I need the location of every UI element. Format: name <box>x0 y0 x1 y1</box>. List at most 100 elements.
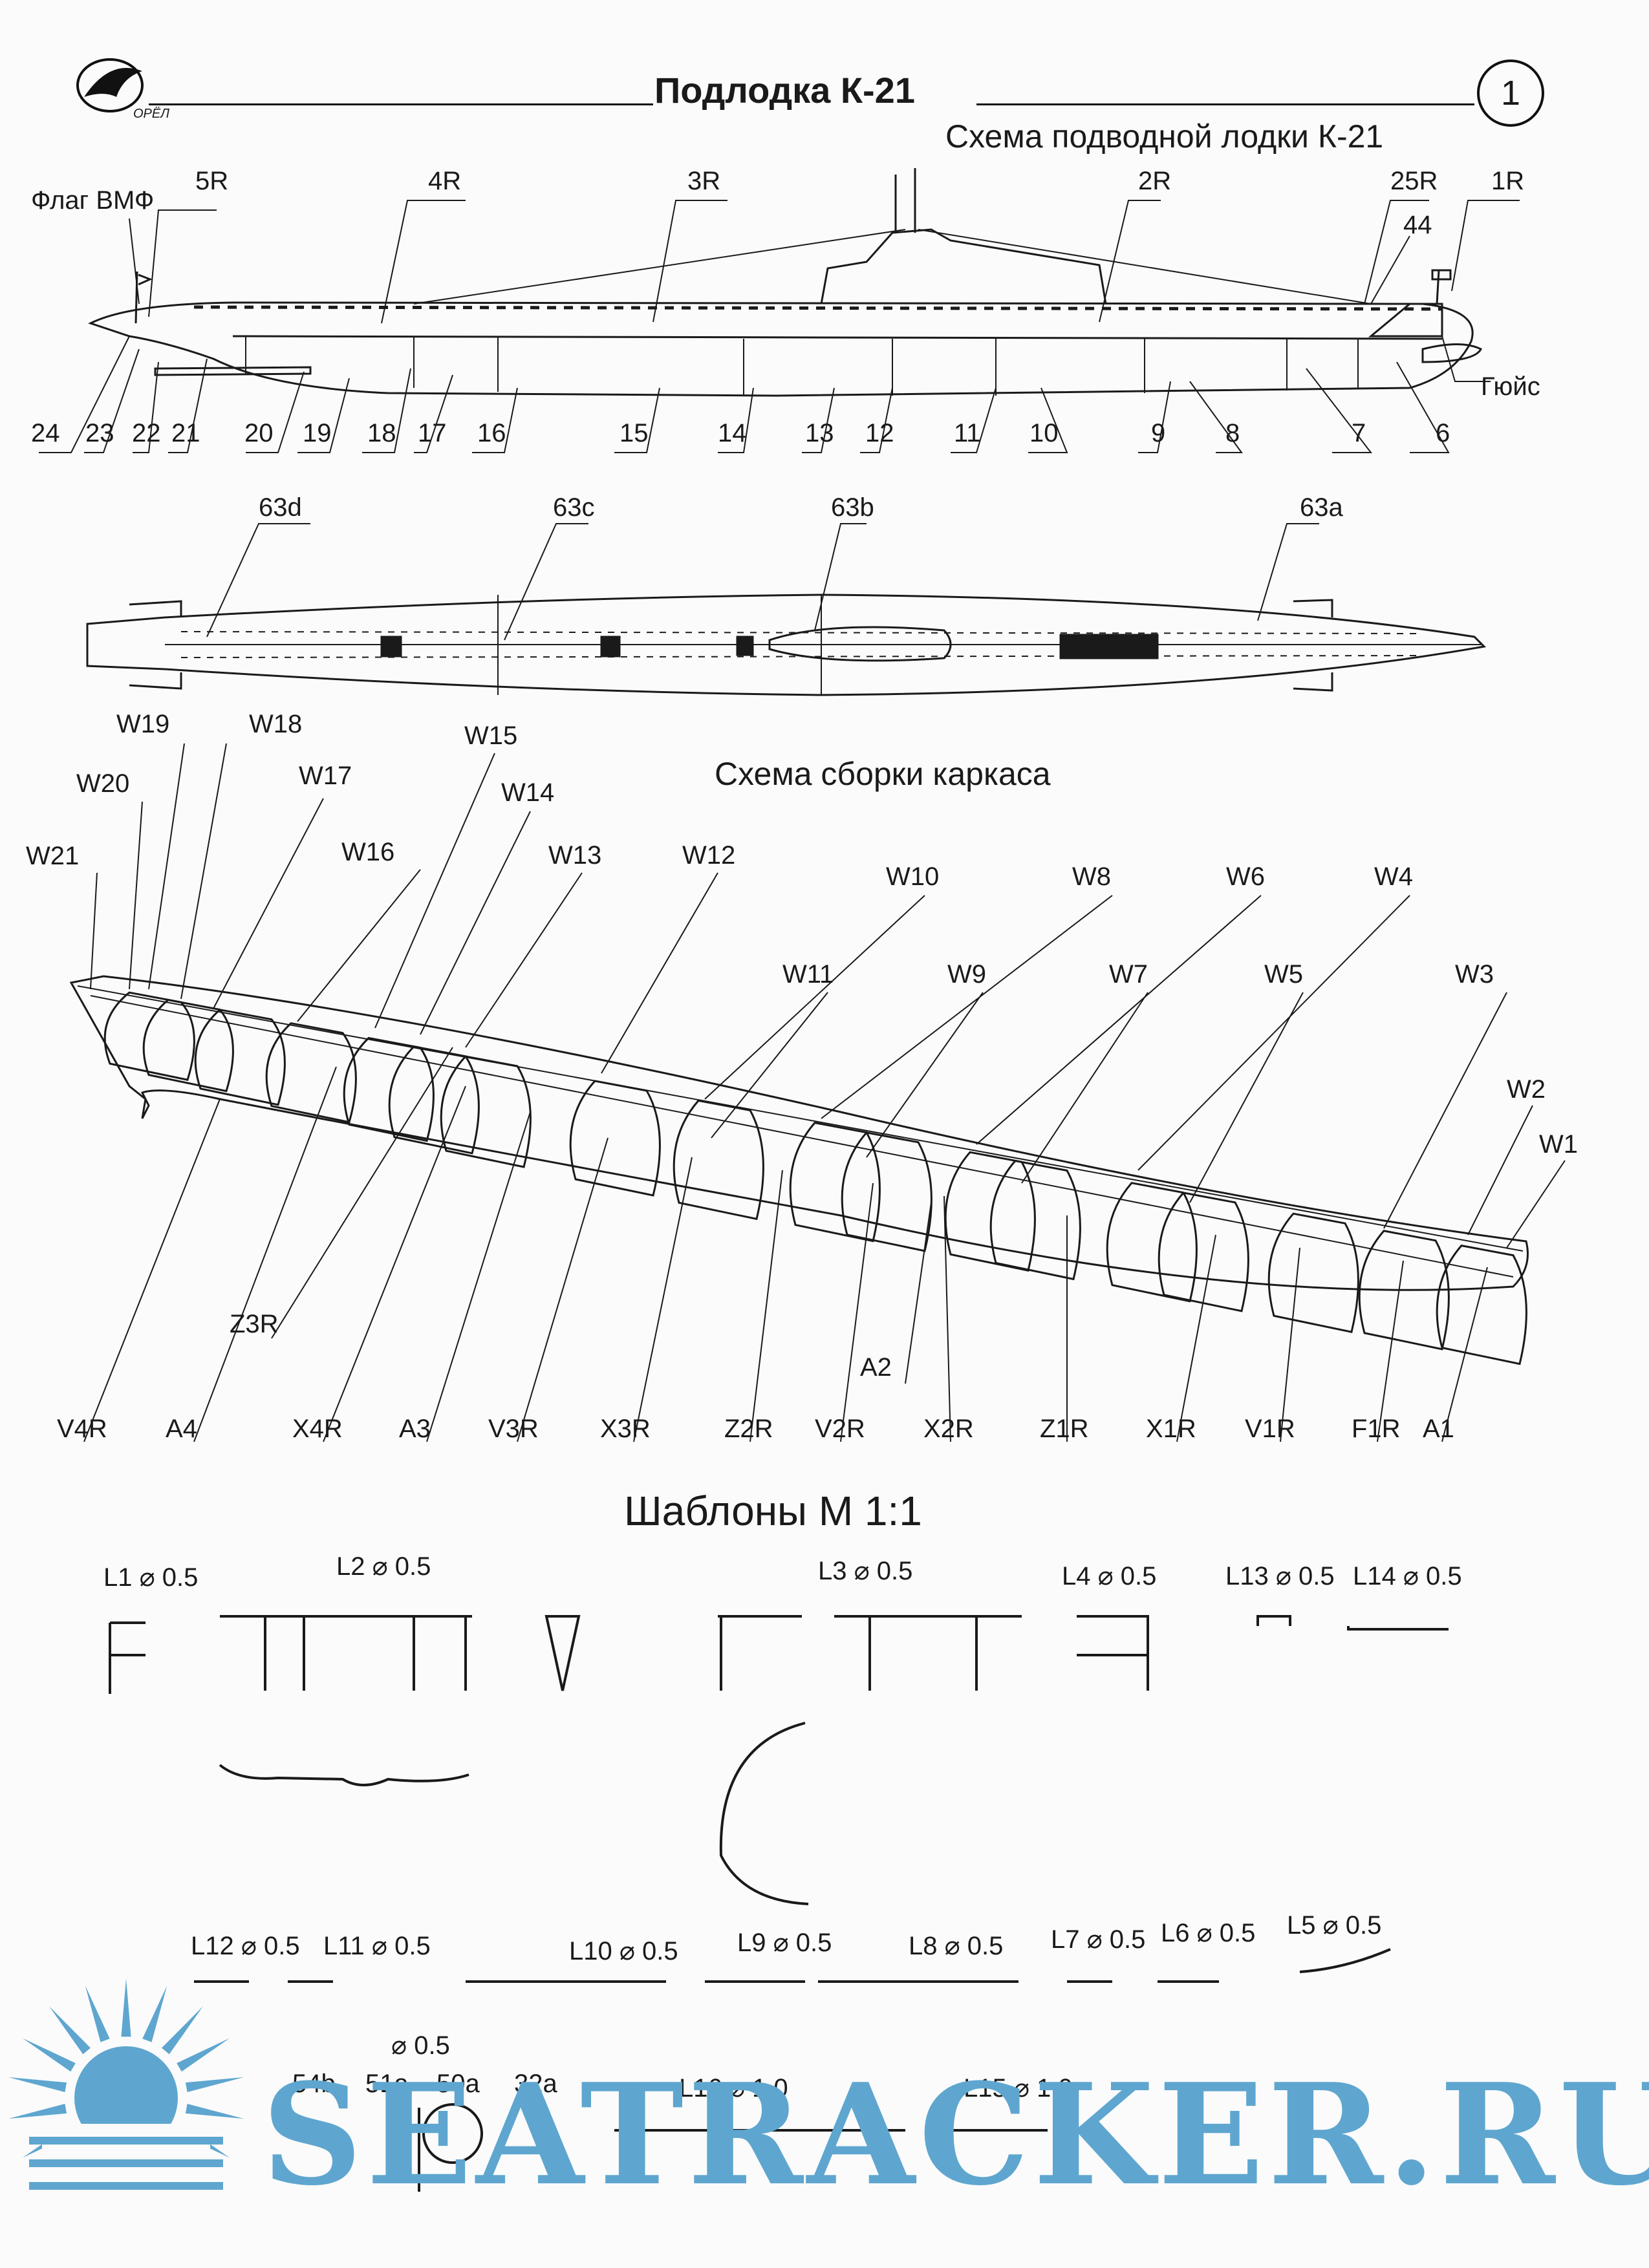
frame-rib <box>142 998 234 1093</box>
leader-line <box>711 992 828 1139</box>
leader-line <box>1176 1234 1216 1442</box>
sun-ray <box>162 2006 203 2055</box>
frame-label: W7 <box>1109 960 1148 989</box>
leader-line <box>323 1086 466 1442</box>
template-name: L13 <box>1225 1562 1269 1590</box>
side-view-label: 11 <box>954 419 981 447</box>
stringer-label: Z2R <box>724 1415 773 1443</box>
logo: ОРЁЛ <box>71 52 169 123</box>
side-view-label: 23 <box>85 419 114 447</box>
template-name: L9 <box>737 1929 766 1957</box>
sun-ray <box>121 1978 131 2037</box>
template-diameter: ⌀ 0.5 <box>612 1937 678 1965</box>
small-part-label: 54b <box>292 2070 336 2098</box>
template-diameter: ⌀ 0.5 <box>1189 1919 1256 1947</box>
template-diameter: ⌀ 0.5 <box>937 1932 1004 1960</box>
page-title: Подлодка К-21 <box>654 70 915 111</box>
side-view-label: 24 <box>31 419 60 447</box>
template-diameter: ⌀ 0.5 <box>364 1932 431 1960</box>
stringer-label: Z1R <box>1040 1415 1089 1443</box>
stringer-label: X2R <box>923 1415 974 1443</box>
frame-label: W20 <box>76 769 130 798</box>
top-view-label: 63c <box>553 493 595 522</box>
frame-rib <box>388 1045 480 1155</box>
template-diameter: ⌀ 0.5 <box>1090 1562 1157 1590</box>
template-label: L12 ⌀ 0.5 <box>191 1933 300 1959</box>
side-view-label: 10 <box>1029 419 1059 447</box>
template-name: L14 <box>1353 1562 1396 1590</box>
leader-line <box>426 1111 531 1442</box>
template-name: L5 <box>1287 1911 1316 1940</box>
wire-templates <box>109 1615 1449 2192</box>
leader-line <box>749 1170 783 1442</box>
small-part-label: 50a <box>436 2070 480 2098</box>
template-diameter: ⌀ 0.5 <box>365 1552 431 1581</box>
leader-line <box>1137 895 1410 1171</box>
template-diameter: ⌀ 0.5 <box>1268 1562 1335 1590</box>
side-view-leaders <box>129 200 1520 382</box>
template-name: L7 <box>1051 1925 1080 1954</box>
frame-rib <box>989 1159 1081 1281</box>
frame-label: W12 <box>682 841 736 870</box>
frame-assembly <box>69 975 1529 1365</box>
frame-label: W4 <box>1374 862 1413 891</box>
template-label: L3 ⌀ 0.5 <box>818 1558 912 1584</box>
side-view-label: 25R <box>1390 167 1438 195</box>
frame-rib <box>194 1009 286 1106</box>
frame-label: W18 <box>249 710 303 738</box>
leader-line <box>1021 992 1148 1184</box>
frame-label: W16 <box>341 838 395 866</box>
template-label: L9 ⌀ 0.5 <box>737 1930 832 1956</box>
leader-line <box>601 872 718 1074</box>
templates-title: Шаблоны М 1:1 <box>624 1488 922 1534</box>
leader-line <box>905 1202 932 1384</box>
frame-rib <box>1267 1212 1359 1333</box>
leader-line <box>821 895 1113 1119</box>
frame-label: W3 <box>1455 960 1494 989</box>
template-name: L11 <box>323 1932 365 1960</box>
leader-line <box>1467 1105 1533 1236</box>
frame-rib <box>789 1121 881 1243</box>
stringer-label: A3 <box>399 1415 431 1443</box>
stringer-label: V1R <box>1245 1415 1295 1443</box>
template-diameter: ⌀ 0.5 <box>132 1563 199 1592</box>
title-rule-right <box>976 103 1474 105</box>
frame-rib <box>440 1055 532 1168</box>
frame-rib <box>103 991 195 1081</box>
template-label: L13 ⌀ 0.5 <box>1225 1563 1335 1589</box>
leader-line <box>297 869 421 1022</box>
template-label: L14 ⌀ 0.5 <box>1353 1563 1462 1589</box>
side-view-title: Схема подводной лодки К-21 <box>945 118 1384 155</box>
top-view-label: 63d <box>259 493 302 522</box>
label-guys: Гюйс <box>1481 372 1540 401</box>
frame-label: W15 <box>464 722 518 750</box>
frame-rib <box>343 1036 435 1142</box>
sun-ray <box>22 2038 76 2072</box>
template-label: L15 ⌀ 1.0 <box>964 2075 1073 2101</box>
side-view-label: 1R <box>1491 167 1525 195</box>
sun-ray <box>8 2077 67 2093</box>
side-view-label: 14 <box>718 419 747 447</box>
side-view-label: 18 <box>367 419 396 447</box>
template-name: L15 <box>964 2074 1007 2102</box>
title-rule-left <box>149 103 653 105</box>
frame-label: W1 <box>1539 1130 1578 1159</box>
template-name: L8 <box>909 1932 938 1960</box>
frame-rib <box>1436 1244 1527 1365</box>
sun-ray <box>142 1985 167 2042</box>
frame-label: W5 <box>1264 960 1303 989</box>
logo-text: ОРЁЛ <box>133 107 169 121</box>
leader-line <box>129 801 143 990</box>
frame-label: W11 <box>782 960 834 989</box>
side-view-label: 13 <box>805 419 834 447</box>
leader-line <box>148 743 185 990</box>
sun-ray <box>185 2103 244 2119</box>
template-diameter: ⌀ 0.5 <box>1315 1911 1382 1940</box>
side-view-label: Флаг ВМФ <box>31 186 155 215</box>
template-diameter: ⌀ 0.5 <box>846 1557 913 1585</box>
template-name: L3 <box>818 1557 847 1585</box>
frame-rib <box>265 1022 357 1124</box>
leader-line <box>1383 992 1507 1229</box>
